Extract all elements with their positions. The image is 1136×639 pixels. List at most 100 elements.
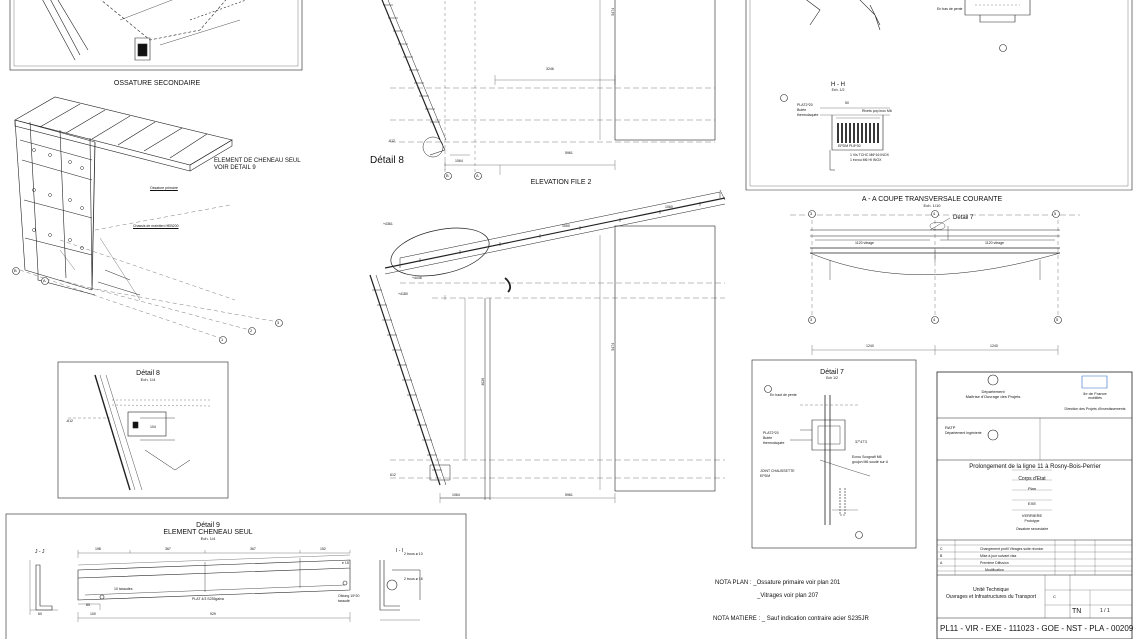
tb-subject-sub2: Ossature secondaire [1015, 527, 1049, 531]
grid-label-aa-5b: 5 [1056, 317, 1059, 322]
tb-rev-a: A [940, 561, 943, 565]
note-en-haut-de-pente: En haut de pente [770, 393, 797, 397]
note-ecrou-d7: Ecrou Scognafl M6 [852, 455, 882, 459]
note-vis-tchc: 1 Vis TCHC M6*16 INOX [850, 153, 889, 157]
dim-e1-5474: 5474 [611, 7, 616, 16]
tb-author: TN [1072, 608, 1082, 615]
dim-e2-4026: 4026 [481, 377, 486, 386]
note-nota-plan: NOTA PLAN : _Ossature primaire voir plan… [715, 580, 841, 586]
note-goujon: goujon M6 soudé sur U [852, 460, 889, 464]
note-plat-d9: PLAT 4/3 S235galva [192, 597, 224, 601]
note-taraude: taraudé [338, 599, 350, 603]
view-title-ossature-secondaire: OSSATURE SECONDAIRE [113, 80, 201, 87]
view-title-elevation-file-2: ELEVATION FILE 2 [530, 179, 592, 186]
dim-d9-367b: 367 [250, 547, 256, 551]
elev2-glazing-panel [614, 225, 716, 492]
iso-view [14, 96, 279, 339]
note-trous-16: 2 trous ø 16 [404, 577, 423, 581]
frame-detail-8 [57, 361, 229, 499]
view-title-detail-8-callout: Détail 8 [370, 155, 404, 166]
tb-subject: VERRIERE [1021, 513, 1043, 518]
view-scale-detail-8: Ech. 1/4 [140, 377, 156, 382]
grid-label-1: 1 [221, 337, 224, 342]
tb-ratp: RATP [945, 425, 956, 430]
dim-d8-104: 104 [150, 425, 156, 429]
tb-phase: EXE [1027, 501, 1037, 506]
grid-label-2: 2 [250, 328, 253, 333]
dim-e1-1064: 1064 [455, 159, 463, 163]
tb-index: C [1053, 594, 1056, 599]
view-title-section-jj: J - J [35, 549, 45, 555]
dim-d9-367a: 367 [165, 547, 171, 551]
dim-aa-1240-left: 1240 [866, 344, 874, 348]
note-voir-detail-9: VOIR DETAIL 9 [214, 165, 256, 171]
tb-rev-c-desc: Changement profil Vitrages suite réunion [980, 547, 1044, 551]
view-subtitle-detail-9: ELEMENT CHENEAU SEUL [163, 529, 253, 536]
dim-d9-198: 198 [95, 547, 101, 551]
view-scale-coupe-aa: Ech. 1/10 [923, 203, 941, 208]
dim-d9-100: 100 [90, 612, 96, 616]
note-vitrage-left: 1120 vitrage [855, 241, 875, 245]
note-butee-hh: Butée [797, 108, 807, 112]
dim-d9-152: 152 [320, 547, 326, 551]
dim-e2-1064: 1064 [452, 493, 460, 497]
tb-dept-full: Maîtrise d'Ouvrage des Projets [965, 394, 1021, 399]
dim-e2-4180: +4180 [398, 292, 408, 296]
dim-e2-1050: 1050 [562, 224, 570, 228]
note-plat-hh: PLAT2*20 [797, 103, 813, 107]
frame-detail-7 [751, 359, 917, 549]
tb-dept-name: Département [981, 389, 1005, 394]
note-thermo-d7: thermolaquée [763, 441, 785, 445]
grid-label-aa-4: 4 [933, 211, 936, 216]
dim-hh-50: 50 [845, 101, 849, 105]
tb-unit: Unité Technique [973, 587, 1009, 593]
note-nota-matiere: NOTA MATIERE : _ Sauf indication contrai… [713, 616, 869, 622]
grid-label-aa-5: 5 [1054, 211, 1057, 216]
title-block-frame [936, 371, 1133, 639]
note-butee-d7: Butée [763, 436, 773, 440]
tb-rev-b: B [940, 554, 943, 558]
note-joint: JOINT CHAUSSETTE [760, 469, 795, 473]
tb-region: Ile de France [1083, 391, 1107, 396]
tb-drawing-code: PL11 - VIR - EXE - 111023 - GOE - NST - … [940, 624, 1136, 633]
dim-d9-85: 85 [86, 603, 90, 607]
dim-e1-5961: 5961 [565, 151, 573, 155]
tb-lot: Corps d'Etat [1018, 476, 1046, 482]
tb-ratp-dept: Département Ingénierie [945, 431, 982, 435]
dim-e2-5961: 5961 [565, 493, 573, 497]
note-trous-10: 2 trous ø 10 [404, 552, 423, 556]
dim-d9-60: 60 [38, 612, 42, 616]
dim-aa-1240-right: 1240 [990, 344, 998, 348]
note-en-bas-de-pente: En bas de pente [937, 7, 963, 11]
dim-e1-612: -612 [388, 139, 396, 143]
view-scale-detail-9: Ech. 1/4 [200, 536, 216, 541]
note-epdm-hh: EPDM PL8*30 [838, 144, 861, 148]
view-title-detail-9: Détail 9 [196, 522, 220, 529]
tb-subject-sub1: Prototype [1024, 519, 1040, 523]
note-angle-d7: 37°47'3 [855, 440, 867, 444]
grid-label-aa-4b: 4 [933, 317, 936, 322]
note-oblong: Oblong 10*20 [338, 594, 360, 598]
dim-e2-612: 612 [390, 473, 396, 477]
tb-unit-full: Ouvrages et Infrastructures du Transport [945, 594, 1037, 600]
tb-rev-a-desc: Première Diffusion [980, 561, 1009, 565]
dim-d9-929: 929 [210, 612, 216, 616]
tb-rev-b-desc: Mise à jour suivant visa [980, 554, 1017, 558]
grid-label-b: B [14, 268, 17, 273]
tb-direction: Direction des Projets d'Investissements [1064, 407, 1126, 411]
grid-label-elev-a: A [476, 173, 479, 178]
note-ecrou: 1 écrou M6 HI INOX [850, 158, 882, 162]
dim-d8-612: -612 [66, 419, 74, 423]
dim-e2-1060: 1060 [665, 205, 673, 209]
view-title-detail-7: Détail 7 [820, 369, 844, 376]
tb-modif: Modification [985, 568, 1004, 572]
frame-top-right [745, 0, 1133, 191]
note-element-cheneau: ELEMENT DE CHENEAU SEUL [214, 158, 301, 164]
note-thermo-hh: thermolaquée [797, 113, 819, 117]
note-e15: e 15 [342, 561, 349, 565]
grid-label-a: A [43, 278, 46, 283]
dim-e2-4361: +4361 [383, 222, 393, 226]
note-epdm-d7: EPDM [760, 474, 771, 478]
dim-e2-5474: 5474 [611, 342, 616, 351]
